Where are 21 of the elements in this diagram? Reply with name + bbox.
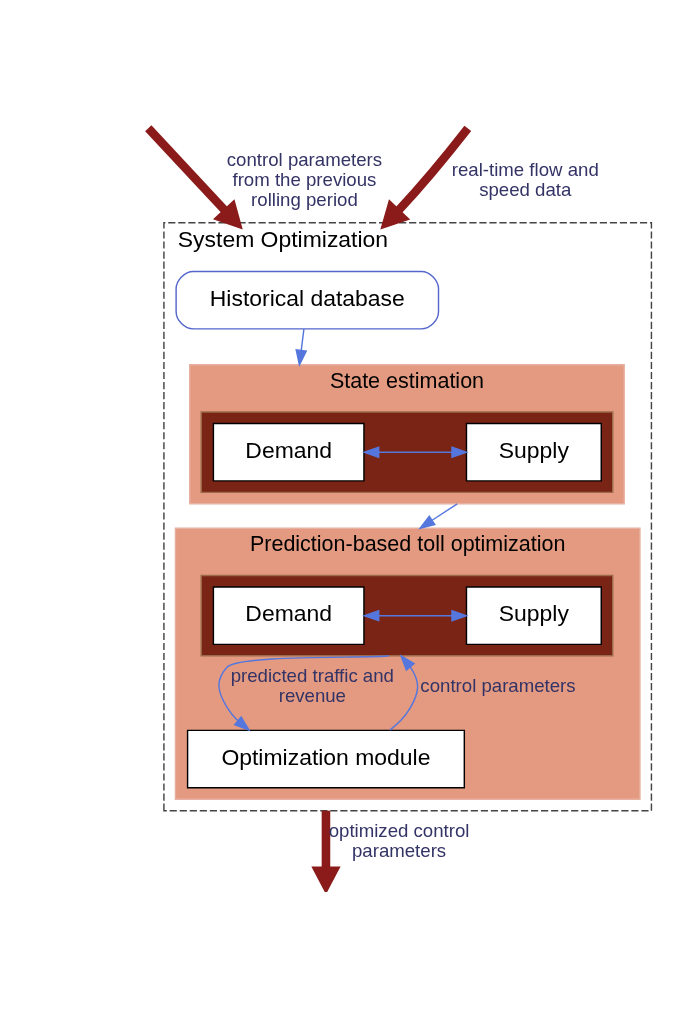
arrow bbox=[389, 653, 419, 731]
edge-label: real-time flow and speed data bbox=[451, 158, 599, 200]
edge-label: control parameters bbox=[420, 674, 576, 696]
node-box: Historical database bbox=[175, 270, 440, 330]
arrow bbox=[418, 502, 458, 529]
cluster bbox=[200, 410, 614, 493]
node-box: Supply bbox=[465, 422, 602, 482]
arrow bbox=[145, 124, 243, 230]
arrow bbox=[362, 609, 469, 622]
arrow bbox=[295, 327, 308, 367]
cluster bbox=[200, 574, 614, 657]
arrow bbox=[218, 654, 390, 731]
edge-label: control parameters from the previous rolling period bbox=[226, 148, 383, 210]
node-box: Optimization module bbox=[186, 729, 466, 788]
node-box: Supply bbox=[465, 585, 602, 645]
node-box: Demand bbox=[212, 422, 365, 482]
edge-label: predicted traffic and revenue bbox=[230, 664, 394, 706]
node-box: Demand bbox=[212, 585, 365, 645]
arrow bbox=[311, 810, 341, 892]
arrow bbox=[380, 125, 472, 229]
arrow bbox=[362, 445, 469, 458]
